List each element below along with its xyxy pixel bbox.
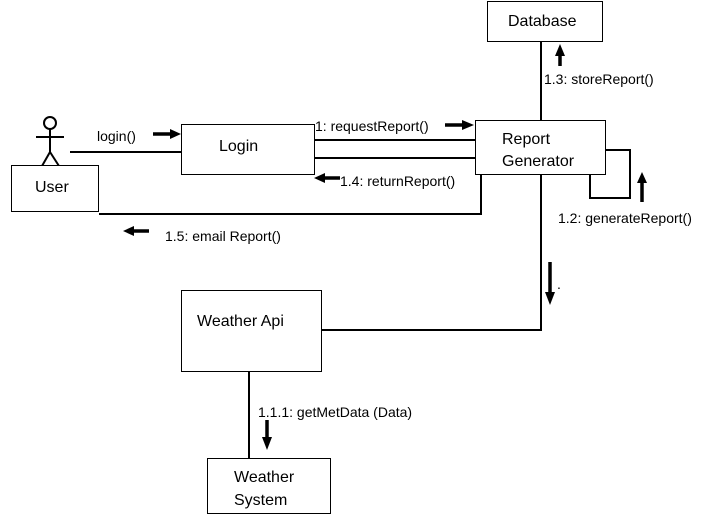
- weather-system-label-line2: System: [234, 492, 288, 509]
- report-generator-label-line2: Generator: [502, 153, 575, 170]
- user-label: User: [35, 179, 69, 196]
- weather-api-label: Weather Api: [197, 313, 284, 330]
- dot-marker: .: [557, 276, 561, 292]
- login-label: Login: [219, 138, 259, 155]
- store-report-arrow-icon: [555, 44, 565, 66]
- actor-icon: [36, 116, 64, 167]
- self-loop-link: [589, 149, 631, 199]
- weather-system-object: Weather System: [207, 458, 331, 514]
- login-object: Login: [181, 124, 315, 175]
- get-met-data-arrow-icon: [262, 420, 272, 450]
- generate-report-message-label: 1.2: generateReport(): [558, 210, 692, 226]
- store-report-message-label: 1.3: storeReport(): [544, 71, 654, 87]
- generate-report-arrow-icon: [637, 172, 647, 202]
- login-arrow-icon: [153, 129, 181, 139]
- database-label: Database: [508, 13, 577, 30]
- report-generator-object: Report Generator: [475, 120, 606, 175]
- request-report-message-label: 1: requestReport(): [315, 118, 429, 134]
- return-report-arrow-icon: [314, 173, 340, 183]
- email-report-link: [99, 175, 482, 215]
- login-message-label: login(): [97, 128, 136, 144]
- weather-system-label-line1: Weather: [234, 469, 295, 486]
- report-generator-label-line1: Report: [502, 131, 551, 148]
- user-object: User: [11, 165, 99, 212]
- weather-api-object: Weather Api: [181, 290, 322, 372]
- get-met-data-message-label: 1.1.1: getMetData (Data): [258, 404, 413, 420]
- database-object: Database: [487, 1, 603, 42]
- weather-api-link: [322, 175, 542, 331]
- email-report-message-label: 1.5: email Report(): [165, 228, 281, 244]
- request-report-arrow-icon: [445, 120, 474, 130]
- email-report-arrow-icon: [123, 226, 149, 236]
- return-report-message-label: 1.4: returnReport(): [340, 173, 456, 189]
- weather-api-arrow-icon: [545, 262, 555, 305]
